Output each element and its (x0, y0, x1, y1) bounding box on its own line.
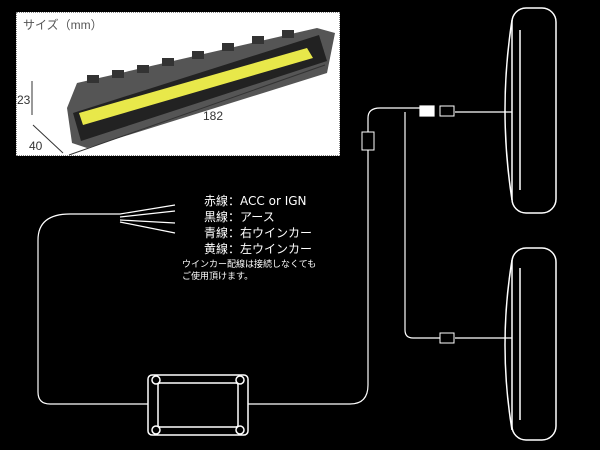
wire-legend: 赤線：ACC or IGN 黒線：アース 青線：右ウインカー 黄線：左ウインカー (204, 193, 312, 257)
depth-dimension: 40 (29, 139, 43, 153)
wire-red: 赤線：ACC or IGN (204, 194, 307, 208)
lamp-top (504, 7, 557, 214)
wire-yellow: 黄線：左ウインカー (204, 242, 313, 256)
length-dimension: 182 (203, 109, 224, 123)
note-line-1: ウインカー配線は接続しなくても (182, 260, 317, 270)
wire-blue: 青線：右ウインカー (204, 226, 313, 240)
lamp-bottom (504, 247, 557, 441)
height-dimension: 23 (17, 93, 31, 107)
size-panel: サイズ（mm） 23 182 40 (16, 12, 340, 156)
harness (37, 105, 512, 405)
lamp-photo (31, 28, 335, 156)
wiring-note: ウインカー配線は接続しなくても ご使用頂けます。 (182, 259, 316, 283)
wire-black: 黒線：アース (204, 210, 275, 224)
size-title: サイズ（mm） (23, 18, 103, 32)
note-line-2: ご使用頂けます。 (182, 272, 254, 282)
controller-box (147, 374, 249, 436)
